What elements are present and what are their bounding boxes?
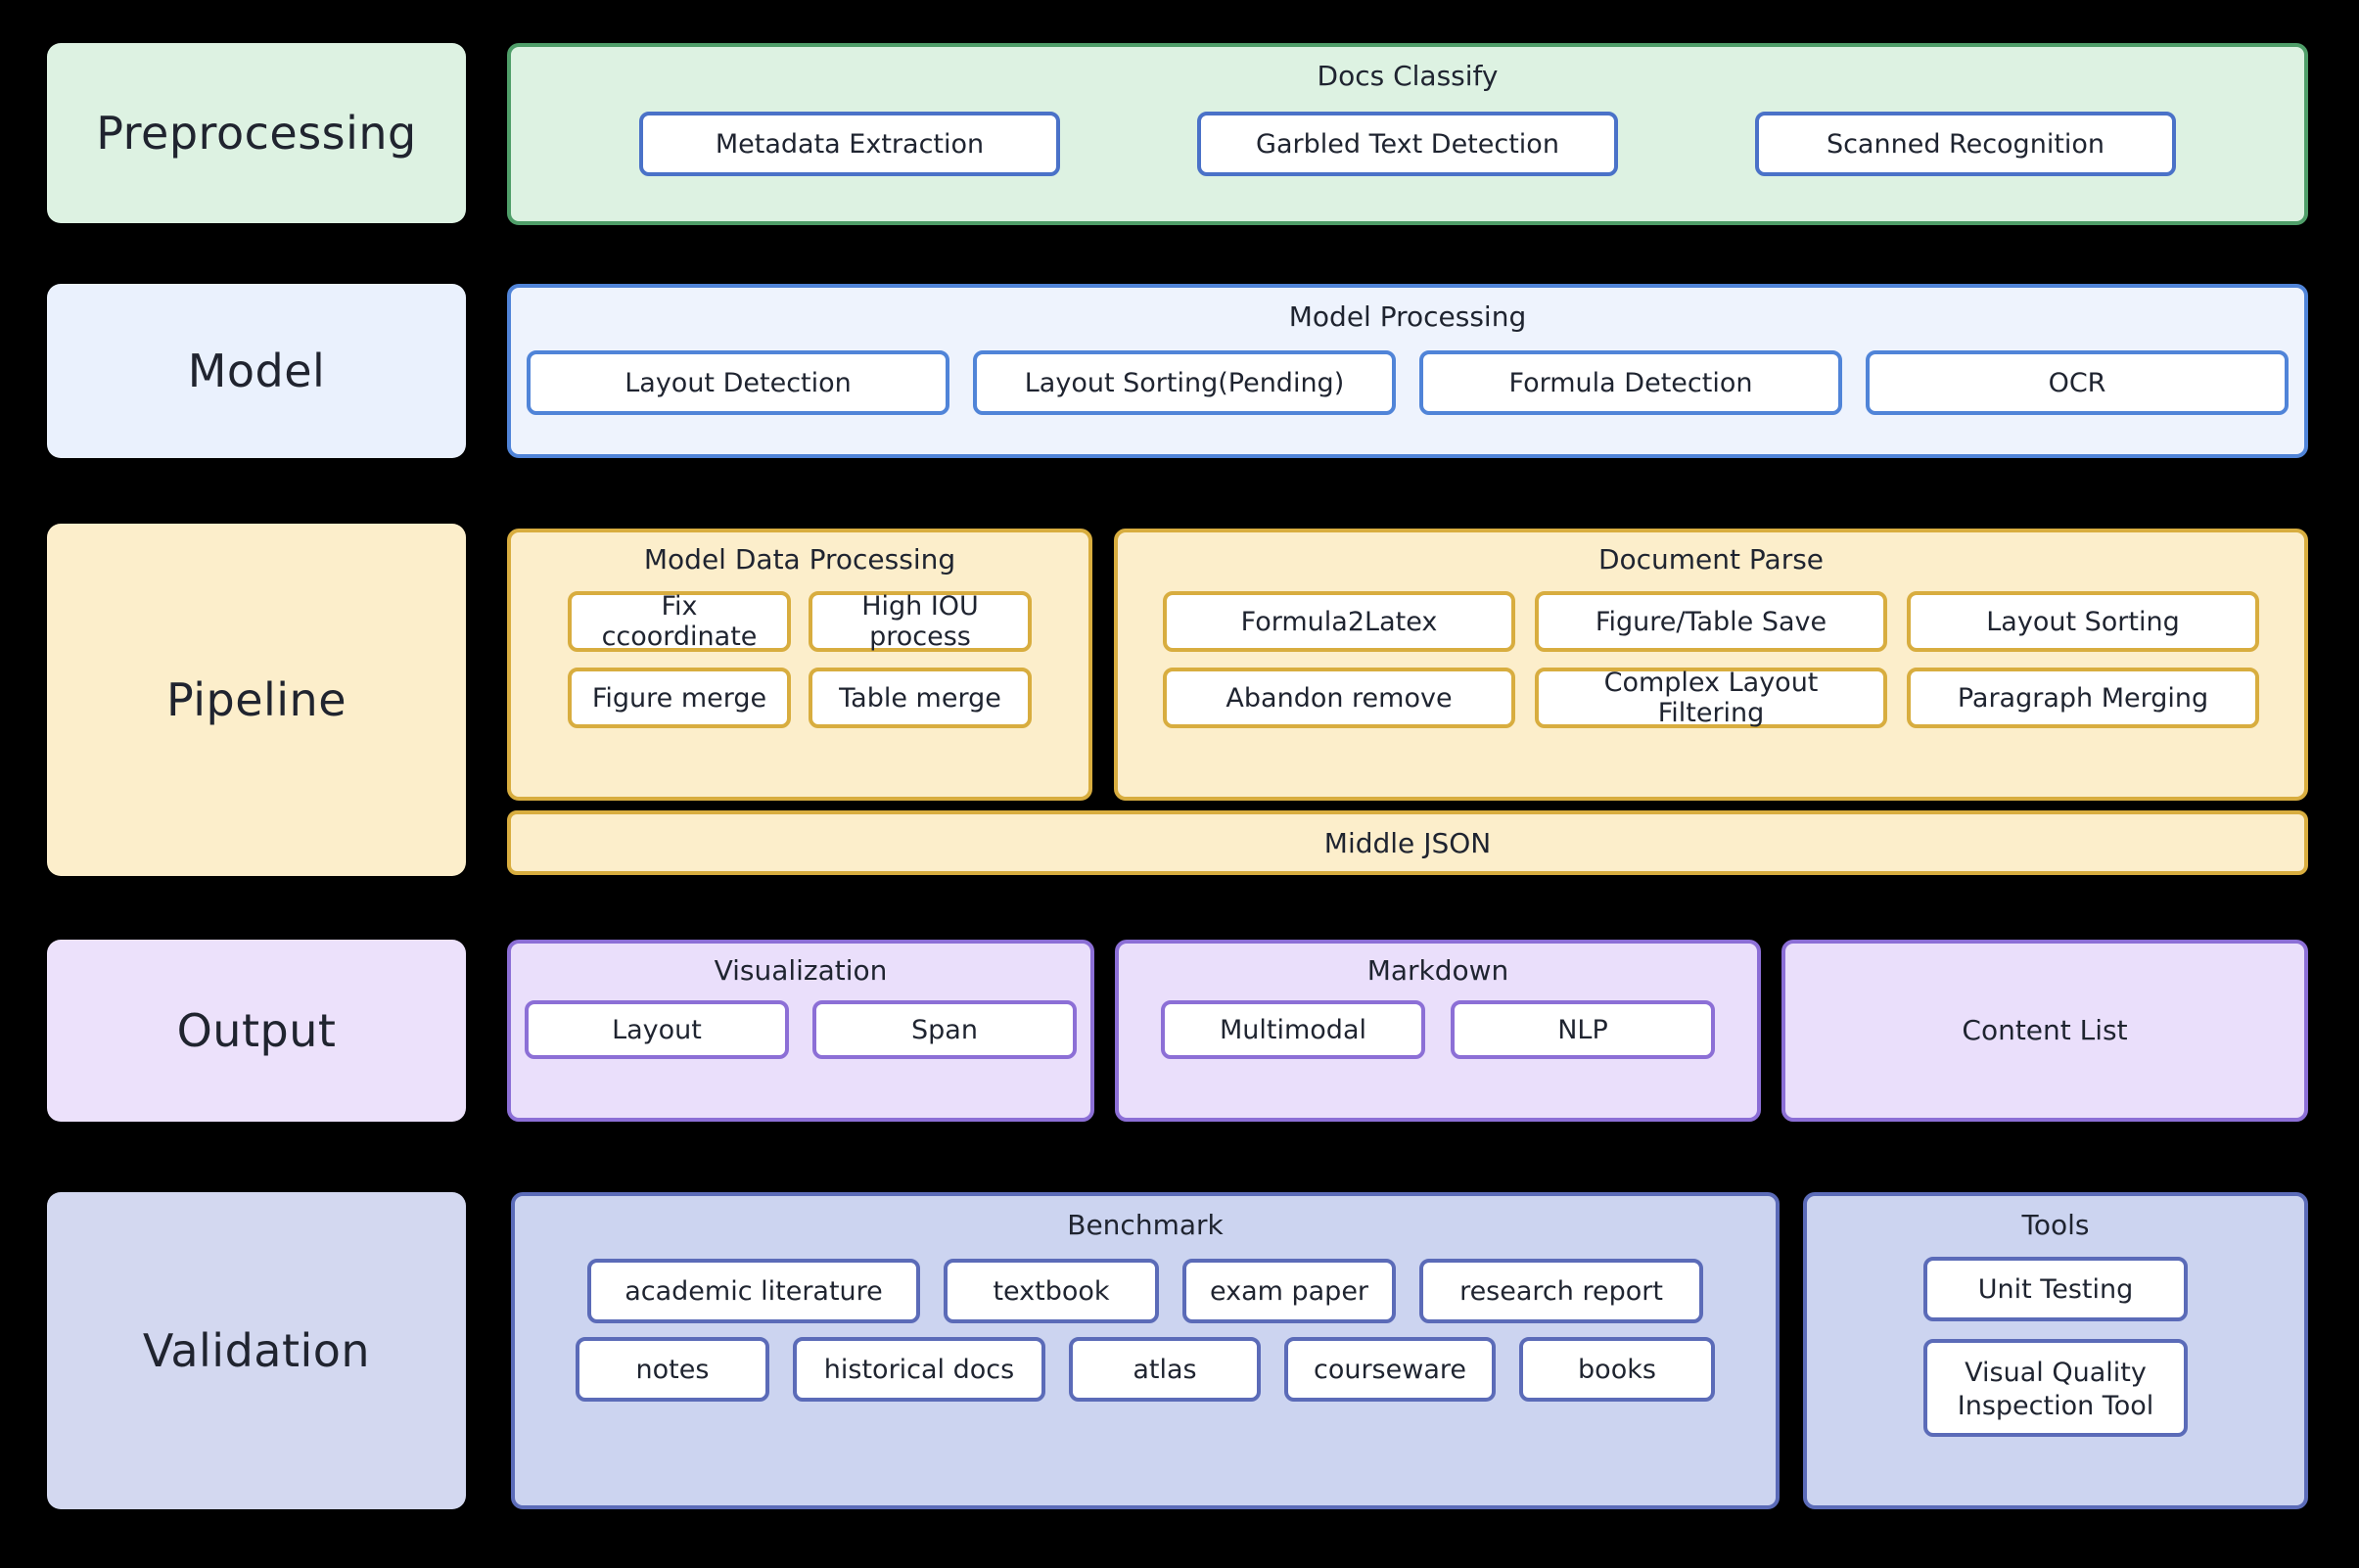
chip-high-iou-process[interactable]: High IOU process (809, 591, 1032, 652)
panel-title-model-data-processing: Model Data Processing (643, 543, 956, 576)
panel-body-benchmark: academic literature textbook exam paper … (515, 1239, 1776, 1402)
panel-body-tools: Unit Testing Visual Quality Inspection T… (1807, 1239, 2304, 1437)
panel-benchmark: Benchmark academic literature textbook e… (511, 1192, 1780, 1509)
chip-fix-ccoordinate[interactable]: Fix ccoordinate (568, 591, 791, 652)
panel-body-model-data-processing: Fix ccoordinate High IOU process Figure … (511, 574, 1088, 728)
row-label-text: Output (176, 1004, 337, 1057)
chip-paragraph-merging[interactable]: Paragraph Merging (1907, 668, 2259, 728)
chip-layout-detection[interactable]: Layout Detection (527, 350, 949, 415)
chip-table-merge[interactable]: Table merge (809, 668, 1032, 728)
chip-span[interactable]: Span (812, 1000, 1077, 1059)
panel-title-benchmark: Benchmark (1067, 1209, 1224, 1241)
panel-model-processing: Model Processing Layout Detection Layout… (507, 284, 2308, 458)
row-label-preprocessing: Preprocessing (47, 43, 466, 223)
panel-docs-classify: Docs Classify Metadata Extraction Garble… (507, 43, 2308, 225)
bar-middle-json-label: Middle JSON (1323, 826, 1492, 859)
panel-title-content-list: Content List (1962, 1014, 2128, 1046)
chip-formula2latex[interactable]: Formula2Latex (1163, 591, 1515, 652)
panel-visualization: Visualization Layout Span (507, 940, 1094, 1122)
chip-nlp[interactable]: NLP (1451, 1000, 1715, 1059)
chip-courseware[interactable]: courseware (1284, 1337, 1496, 1402)
chip-scanned-recognition[interactable]: Scanned Recognition (1755, 112, 2176, 176)
chip-figure-merge[interactable]: Figure merge (568, 668, 791, 728)
chip-research-report[interactable]: research report (1419, 1259, 1703, 1323)
chip-atlas[interactable]: atlas (1069, 1337, 1261, 1402)
row-label-text: Preprocessing (96, 107, 417, 160)
panel-document-parse: Document Parse Formula2Latex Figure/Tabl… (1114, 529, 2308, 801)
panel-title-docs-classify: Docs Classify (1317, 60, 1499, 92)
chip-notes[interactable]: notes (576, 1337, 769, 1402)
chip-garbled-text-detection[interactable]: Garbled Text Detection (1197, 112, 1618, 176)
panel-content-list[interactable]: Content List (1781, 940, 2308, 1122)
row-label-text: Pipeline (165, 673, 347, 726)
chip-visual-quality-inspection-tool[interactable]: Visual Quality Inspection Tool (1923, 1339, 2188, 1437)
chip-ocr[interactable]: OCR (1866, 350, 2289, 415)
chip-unit-testing[interactable]: Unit Testing (1923, 1257, 2188, 1321)
row-label-pipeline: Pipeline (47, 524, 466, 876)
panel-body-docs-classify: Metadata Extraction Garbled Text Detecti… (511, 90, 2304, 176)
chip-layout-sorting-pending[interactable]: Layout Sorting(Pending) (973, 350, 1396, 415)
panel-title-tools: Tools (2021, 1209, 2090, 1241)
row-label-output: Output (47, 940, 466, 1122)
row-label-model: Model (47, 284, 466, 458)
panel-title-visualization: Visualization (714, 954, 888, 987)
chip-layout-sorting[interactable]: Layout Sorting (1907, 591, 2259, 652)
panel-title-document-parse: Document Parse (1597, 543, 1825, 576)
chip-exam-paper[interactable]: exam paper (1182, 1259, 1396, 1323)
panel-markdown: Markdown Multimodal NLP (1115, 940, 1761, 1122)
chip-figure-table-save[interactable]: Figure/Table Save (1535, 591, 1887, 652)
panel-tools: Tools Unit Testing Visual Quality Inspec… (1803, 1192, 2308, 1509)
panel-body-document-parse: Formula2Latex Figure/Table Save Layout S… (1118, 574, 2304, 728)
bar-middle-json[interactable]: Middle JSON (507, 810, 2308, 875)
panel-title-markdown: Markdown (1366, 954, 1509, 987)
chip-textbook[interactable]: textbook (944, 1259, 1159, 1323)
chip-metadata-extraction[interactable]: Metadata Extraction (639, 112, 1060, 176)
row-label-text: Validation (142, 1324, 371, 1377)
panel-body-visualization: Layout Span (511, 985, 1090, 1059)
row-label-text: Model (187, 345, 326, 397)
chip-formula-detection[interactable]: Formula Detection (1419, 350, 1842, 415)
chip-layout[interactable]: Layout (525, 1000, 789, 1059)
chip-multimodal[interactable]: Multimodal (1161, 1000, 1425, 1059)
chip-complex-layout-filtering[interactable]: Complex Layout Filtering (1535, 668, 1887, 728)
panel-model-data-processing: Model Data Processing Fix ccoordinate Hi… (507, 529, 1092, 801)
chip-historical-docs[interactable]: historical docs (793, 1337, 1045, 1402)
panel-body-model-processing: Layout Detection Layout Sorting(Pending)… (511, 331, 2304, 415)
panel-title-model-processing: Model Processing (1288, 300, 1527, 333)
chip-abandon-remove[interactable]: Abandon remove (1163, 668, 1515, 728)
chip-academic-literature[interactable]: academic literature (587, 1259, 920, 1323)
panel-body-markdown: Multimodal NLP (1119, 985, 1757, 1059)
row-label-validation: Validation (47, 1192, 466, 1509)
chip-books[interactable]: books (1519, 1337, 1715, 1402)
